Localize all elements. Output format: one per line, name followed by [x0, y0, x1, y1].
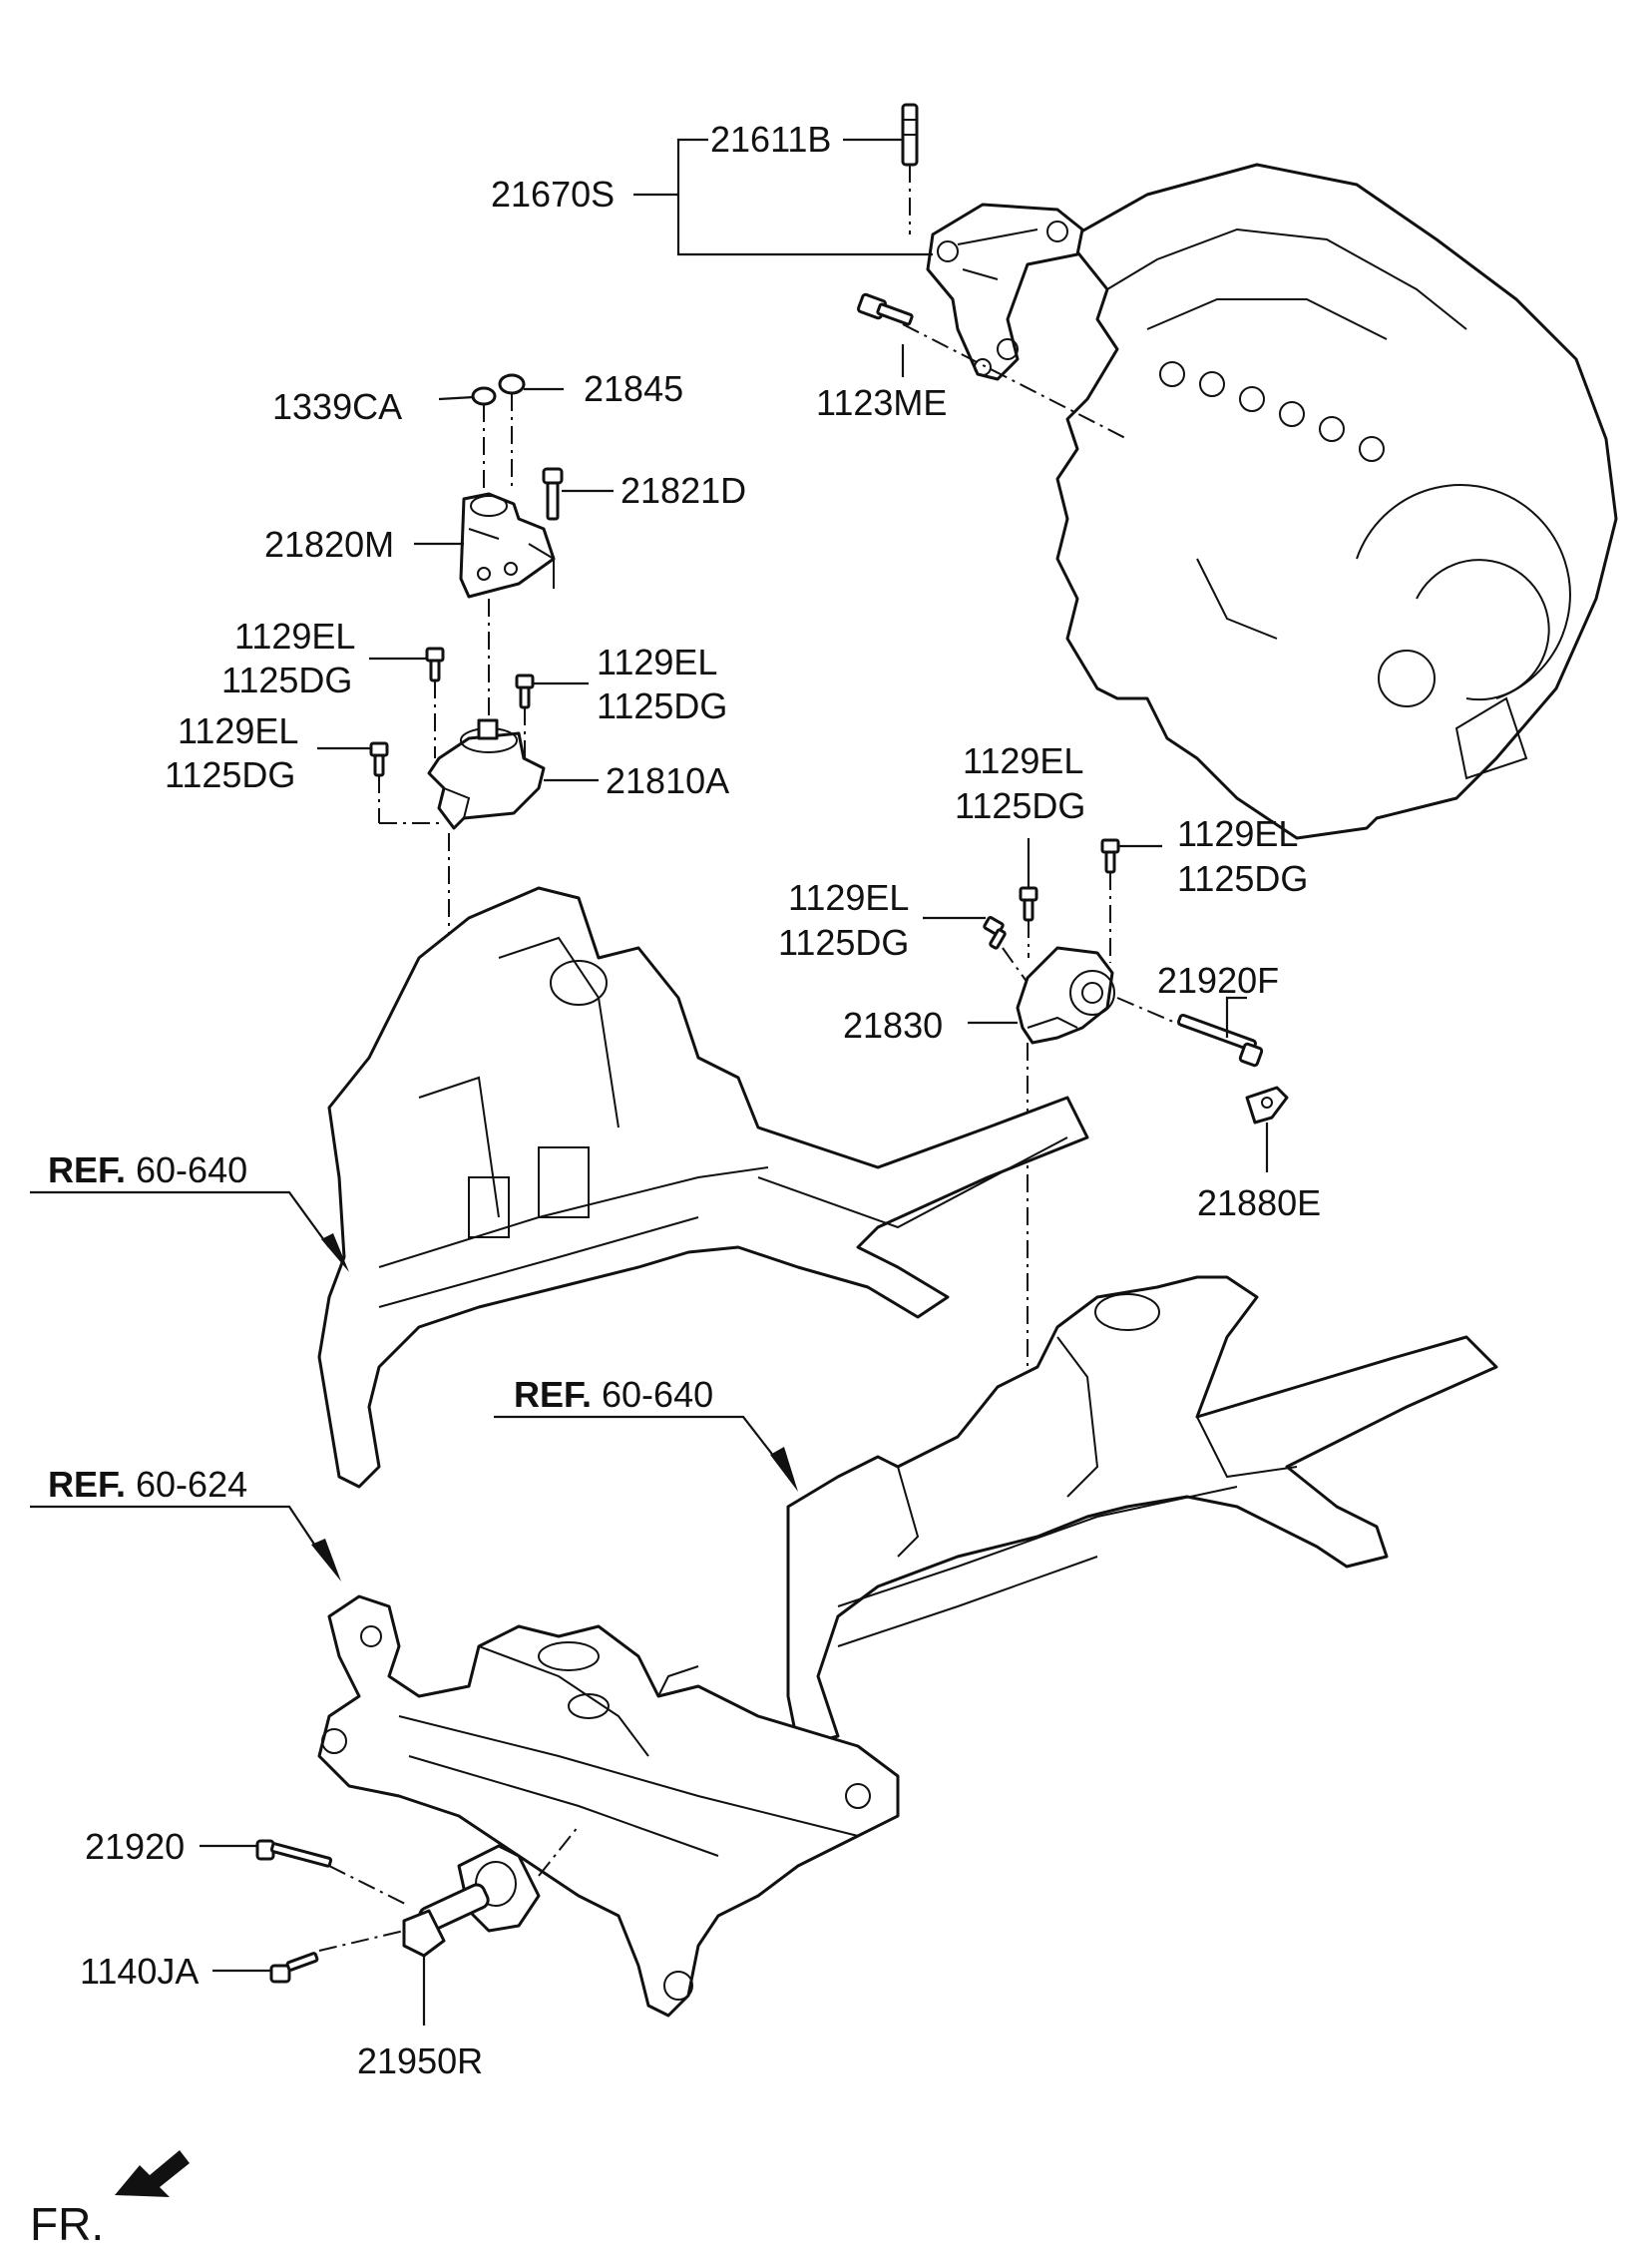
label-1129EL-a: 1129EL: [234, 616, 355, 657]
nut-21845-drawing: [498, 373, 526, 395]
front-side-member-right-drawing: [786, 1275, 1498, 1748]
stud-21611B-drawing: [901, 103, 919, 167]
arrow-front-icon: [115, 2150, 190, 2197]
ref-prefix-a: REF.: [48, 1149, 126, 1190]
clip-21880E-drawing: [1245, 1086, 1289, 1125]
bolt-1129EL-c-drawing: [369, 741, 389, 777]
bolt-21821D-drawing: [542, 467, 564, 521]
label-21611B: 21611B: [710, 119, 831, 160]
engine-block-drawing: [1055, 163, 1618, 840]
label-21830: 21830: [843, 1005, 943, 1046]
bolt-1129EL-b-drawing: [515, 674, 535, 709]
ref-prefix-c: REF.: [48, 1464, 126, 1505]
label-1129EL-f: 1129EL: [788, 877, 909, 918]
label-21880E: 21880E: [1197, 1182, 1321, 1223]
bolt-1123ME-drawing: [856, 292, 914, 326]
label-1129EL-b: 1129EL: [597, 642, 717, 682]
bolt-1129EL-d-drawing: [1019, 886, 1038, 922]
bracket-21820M-drawing: [459, 492, 556, 599]
ref-leader-c: [30, 1505, 341, 1581]
label-1339CA: 1339CA: [272, 386, 402, 427]
bolt-21920-drawing: [255, 1839, 333, 1868]
ref-label-a: REF. 60-640: [48, 1149, 247, 1190]
label-1125DG-d: 1125DG: [955, 785, 1085, 826]
front-direction-label: FR.: [30, 2198, 104, 2250]
label-1125DG-f: 1125DG: [778, 922, 909, 963]
label-1123ME: 1123ME: [816, 382, 947, 423]
bolt-1129EL-f-drawing: [983, 916, 1007, 950]
label-21670S: 21670S: [491, 174, 615, 215]
label-21810A: 21810A: [606, 760, 729, 801]
label-21920: 21920: [85, 1826, 185, 1867]
bolt-1129EL-e-drawing: [1100, 838, 1120, 874]
ref-code-b: 60-640: [602, 1374, 713, 1415]
bolt-21920F-drawing: [1177, 1013, 1264, 1068]
label-21920F: 21920F: [1157, 960, 1279, 1001]
label-1125DG-c: 1125DG: [165, 754, 295, 795]
label-21820M: 21820M: [264, 524, 394, 565]
bolt-1129EL-a-drawing: [425, 647, 445, 682]
label-1140JA: 1140JA: [80, 1951, 199, 1992]
label-1129EL-e: 1129EL: [1177, 813, 1298, 854]
ref-label-b: REF. 60-640: [514, 1374, 713, 1415]
roll-rod-21950R-drawing: [402, 1844, 541, 1958]
label-21821D: 21821D: [620, 470, 746, 511]
leader-lines: [200, 138, 1269, 2026]
nut-1339CA-drawing: [471, 386, 497, 406]
bolt-1140JA-drawing: [269, 1952, 319, 1984]
label-1125DG-b: 1125DG: [597, 685, 727, 726]
label-1125DG-a: 1125DG: [221, 660, 352, 700]
front-side-member-left-drawing: [317, 886, 1089, 1489]
label-21845: 21845: [584, 368, 683, 409]
label-21950R: 21950R: [357, 2040, 483, 2081]
bracket-21670S-drawing: [926, 203, 1084, 381]
ref-code-c: 60-624: [136, 1464, 247, 1505]
engine-mount-21830-drawing: [1016, 946, 1115, 1045]
ref-prefix-b: REF.: [514, 1374, 592, 1415]
ref-label-c: REF. 60-624: [48, 1464, 247, 1505]
ref-leader-b: [494, 1415, 798, 1492]
label-1129EL-d: 1129EL: [963, 740, 1083, 781]
ref-leader-a: [30, 1190, 349, 1272]
label-1129EL-c: 1129EL: [178, 710, 298, 751]
label-1125DG-e: 1125DG: [1177, 858, 1308, 899]
subframe-drawing: [317, 1594, 900, 2018]
ref-code-a: 60-640: [136, 1149, 247, 1190]
engine-mount-21810A-drawing: [427, 718, 546, 830]
